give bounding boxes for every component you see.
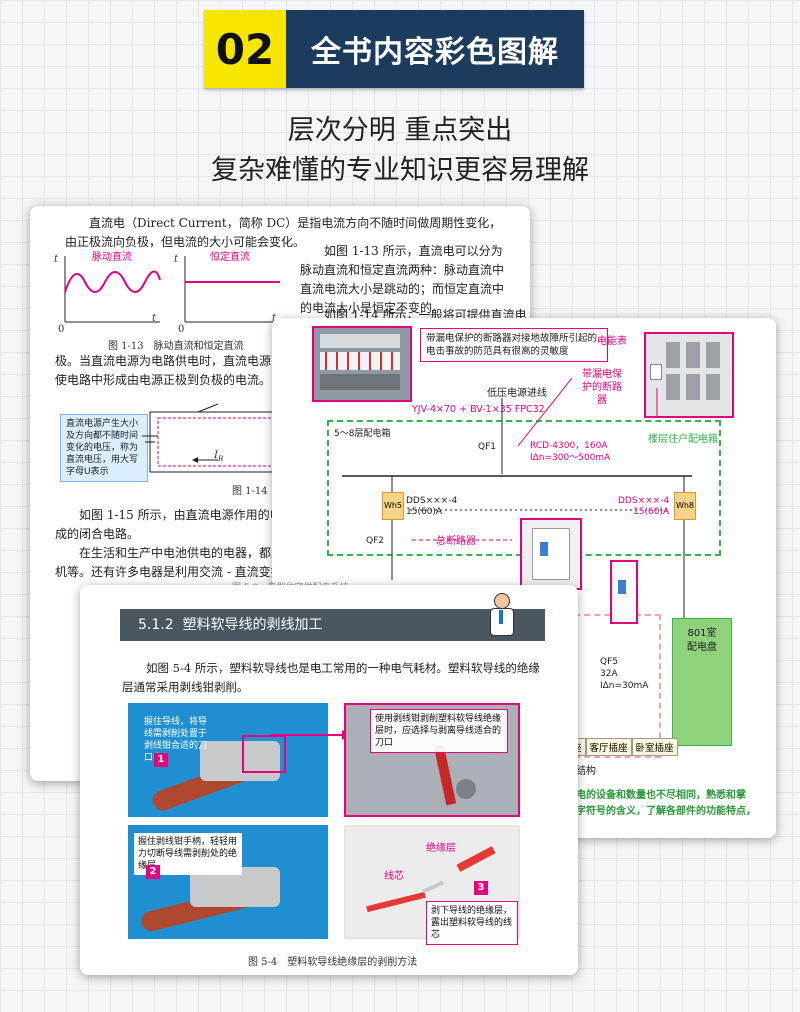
book-page-wire-stripping: 5.1.2 塑料软导线的剥线加工 如图 5-4 所示，塑料软导线也是电工常用的一…: [80, 585, 578, 975]
paragraph-dc-source: 极。当直流电源为电路供电时，直流电源能使电路中形成由电源正极到负极的电流。: [55, 354, 284, 387]
section-number: 5.1.2: [138, 617, 174, 633]
section-heading-bar: 5.1.2 塑料软导线的剥线加工: [120, 609, 545, 641]
axis-label-x1: t: [152, 313, 157, 324]
figure-1-13-caption: 图 1-13 脉动直流和恒定直流: [108, 341, 244, 352]
floor-box-label: 5～8层配电箱: [334, 429, 391, 439]
header-banner: 02 全书内容彩色图解: [204, 10, 584, 88]
qf1-label: QF1: [478, 442, 496, 452]
meter-wh5: Wh5: [382, 492, 404, 520]
paragraph-appliances: 在生活和生产中电池供电的电器，都属动机等。还有许多电器是利用交流 - 直流变换: [55, 546, 296, 579]
banner-title: 全书内容彩色图解: [286, 10, 584, 88]
leakage-breaker-callout: 带漏电保护的断路器对接地故障所引起的电击事故的防范具有很高的灵敏度: [420, 328, 608, 362]
zoom-arrow: [270, 730, 350, 740]
room-801-panel: 801室配电盘: [672, 618, 732, 746]
main-breaker-label: 总断路器: [436, 536, 476, 547]
meter-label: 电能表: [597, 336, 627, 347]
cable-spec: YJV-4×70 + BV-1×35 FPC32: [412, 404, 545, 415]
breaker-label: 带漏电保护的断路器: [582, 369, 622, 406]
household-box-label: 楼层住户配电箱: [648, 434, 718, 445]
label-constant-dc: 恒定直流: [210, 252, 250, 263]
paragraph-dc-types: 如图 1-13 所示，直流电可以分为脉动直流和恒定直流两种：脉动直流中直流电流大…: [300, 244, 505, 315]
socket-row: 座 客厅插座 卧室插座: [568, 738, 678, 756]
step1-number: 1: [154, 753, 168, 767]
socket-label: 客厅插座: [585, 738, 632, 756]
teacher-cartoon-icon: [486, 593, 516, 641]
axis-label-x2: t: [272, 313, 277, 324]
axis-label-y1: t: [54, 254, 59, 265]
green-note-line1: 电的设备和数量也不尽相同，熟悉和掌: [576, 790, 746, 801]
incoming-supply-label: 低压电源进线: [487, 388, 547, 399]
axis-origin-1: 0: [58, 324, 65, 335]
figure-5-4-caption: 图 5-4 塑料软导线绝缘层的剥削方法: [248, 957, 418, 968]
wire-core-label: 线芯: [384, 871, 404, 882]
waveform-figure: [64, 256, 280, 323]
insulation-label: 绝缘层: [426, 843, 456, 854]
distribution-box-photo: [312, 326, 412, 402]
step3-number: 3: [474, 881, 488, 895]
step2-number: 2: [146, 865, 160, 879]
section-title: 塑料软导线的剥线加工: [182, 617, 323, 633]
meter-wh8: Wh8: [674, 492, 696, 520]
miniature-breaker-photo: [610, 560, 638, 624]
step1-instruction: 握住导线，将导线需剥削处置于剥线钳合适的刀口中: [144, 717, 208, 763]
section-number-badge: 02: [204, 10, 286, 88]
dc-source-callout: 直流电源产生大小及方向都不随时间变化的电压，称为直流电压，用大写字母U表示: [60, 414, 148, 482]
paragraph-dc-definition: 直流电（Direct Current，简称 DC）是指电流方向不随时间做周期性变…: [65, 216, 502, 249]
main-breaker-photo: [520, 518, 582, 590]
subtitle-line1: 层次分明 重点突出: [287, 115, 513, 146]
paragraph-fig15: 如图 1-15 所示，由直流电源作用的电路成的闭合电路。: [55, 508, 294, 541]
socket-label: 卧室插座: [631, 738, 678, 756]
step1-zoom-note: 使用剥线钳剥削塑料软导线绝缘层时，应选择与剥离导线适合的刀口: [370, 709, 508, 753]
axis-origin-2: 0: [178, 324, 185, 335]
meter-box-photo: [644, 332, 734, 418]
qf2-label: QF2: [366, 536, 384, 546]
subtitle-line2: 复杂难懂的专业知识更容易理解: [211, 155, 589, 186]
paragraph-stripping-intro: 如图 5-4 所示，塑料软导线也是电工常用的一种电气耗材。塑料软导线的绝缘层通常…: [122, 661, 540, 694]
figure-1-14-caption: 图 1-14: [232, 486, 268, 497]
green-note-line2: 字符号的含义，了解各部件的功能特点，: [576, 806, 756, 817]
current-label: IR: [214, 450, 224, 463]
figure-caption-fragment: 结构: [576, 766, 596, 777]
label-pulsating-dc: 脉动直流: [92, 252, 132, 263]
step3-instruction: 剥下导线的绝缘层，露出塑料软导线的线芯: [426, 901, 518, 945]
axis-label-y2: t: [174, 254, 179, 265]
dc-circuit-diagram: [142, 403, 287, 473]
